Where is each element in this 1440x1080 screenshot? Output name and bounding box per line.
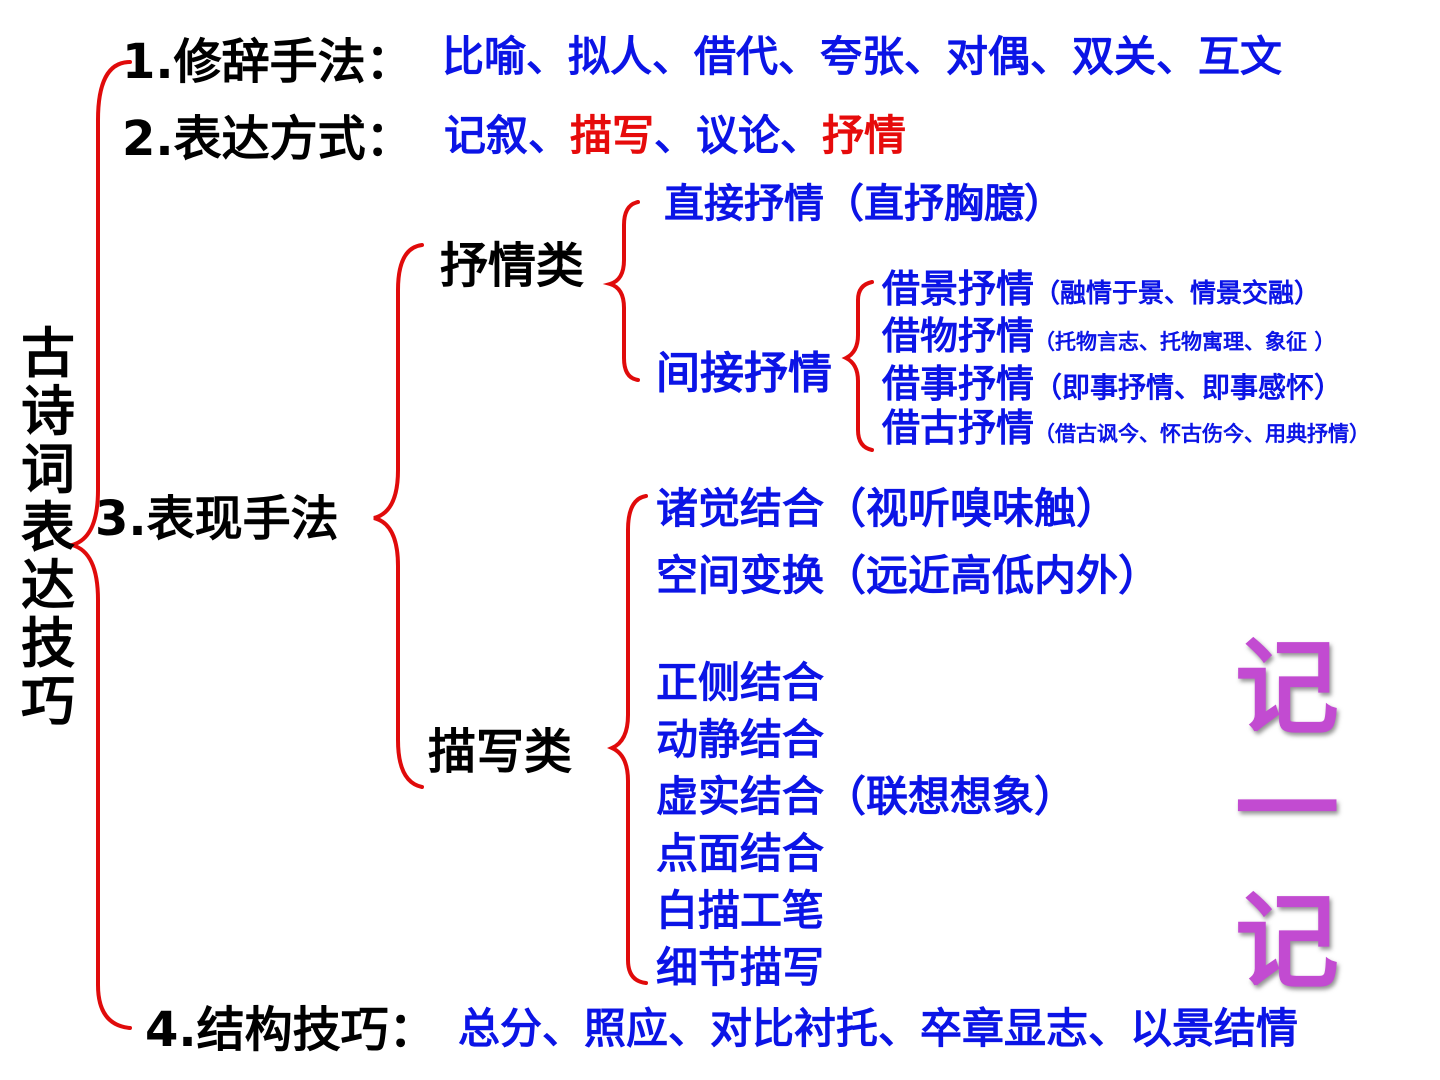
section-2-label: 2.表达方式： (122, 111, 414, 167)
indirect-item-4-note: （借古讽今、怀古伤今、用典抒情） (1034, 422, 1371, 446)
main-brace (64, 60, 132, 1030)
section-2-part-4: 抒情 (822, 111, 907, 160)
direct-lyric: 直接抒情（直抒胸臆） (664, 181, 1064, 227)
section-2-part-2: 描写 (570, 111, 655, 160)
lyric-label: 抒情类 (440, 238, 585, 294)
section-2-part-3: 、议论、 (654, 111, 823, 160)
describe-item-6: 点面结合 (656, 829, 825, 878)
section-1-label: 1.修辞手法： (122, 34, 414, 90)
section-4-content: 总分、照应、对比衬托、卒章显志、以景结情 (458, 1004, 1299, 1053)
describe-item-2: 空间变换（远近高低内外） (656, 551, 1161, 600)
indirect-item-2-main: 借物抒情 (882, 314, 1035, 358)
lyric-brace (602, 200, 640, 382)
indirect-brace (841, 280, 874, 452)
describe-item-8: 细节描写 (656, 943, 825, 992)
describe-item-1: 诸觉结合（视听嗅味触） (656, 484, 1119, 533)
memo-char-2: 一 (1234, 748, 1339, 871)
section-2-part-1: 记叙、 (444, 111, 571, 160)
section-1-content: 比喻、拟人、借代、夸张、对偶、双关、互文 (442, 32, 1283, 81)
describe-item-5: 虚实结合（联想想象） (656, 772, 1077, 821)
indirect-item-2-note: （托物言志、托物寓理、象征 ） (1034, 330, 1336, 354)
indirect-item-1: 借景抒情（融情于景、情景交融） (882, 270, 1320, 308)
section-3-label: 3.表现手法 (95, 491, 339, 547)
indirect-item-3-note: （即事抒情、即事感怀） (1034, 371, 1343, 404)
indirect-item-1-main: 借景抒情 (882, 267, 1035, 311)
indirect-item-1-note: （融情于景、情景交融） (1034, 279, 1321, 309)
describe-brace (607, 494, 648, 985)
section-4-label: 4.结构技巧： (145, 1002, 437, 1058)
methods-brace (373, 243, 424, 789)
indirect-item-3-main: 借事抒情 (882, 362, 1035, 406)
describe-item-4: 动静结合 (656, 715, 825, 764)
describe-item-7: 白描工笔 (656, 886, 825, 935)
section-2-content: 记叙、描写、议论、抒情 (444, 115, 906, 157)
describe-item-3: 正侧结合 (656, 658, 825, 707)
indirect-item-3: 借事抒情（即事抒情、即事感怀） (882, 365, 1342, 403)
indirect-item-4-main: 借古抒情 (882, 406, 1035, 450)
indirect-lyric: 间接抒情 (656, 348, 832, 399)
memo-char-3: 记 (1234, 880, 1339, 1003)
indirect-item-4: 借古抒情（借古讽今、怀古伤今、用典抒情） (882, 409, 1382, 451)
describe-label: 描写类 (428, 724, 573, 780)
root-title: 古诗词表达技巧 (21, 322, 75, 733)
indirect-item-2: 借物抒情（托物言志、托物寓理、象征 ） (882, 317, 1335, 355)
memo-char-1: 记 (1234, 626, 1339, 749)
